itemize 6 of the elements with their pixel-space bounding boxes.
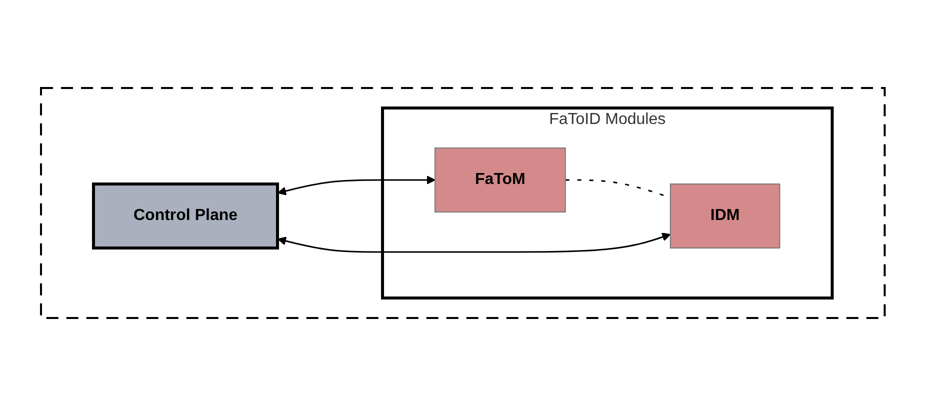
cluster <box>40 86 886 318</box>
arrow <box>278 175 436 195</box>
node-box: IDM <box>670 183 780 248</box>
node-box: Control Plane <box>92 182 280 249</box>
arrow <box>278 232 671 252</box>
node-box: FaToM <box>434 147 566 212</box>
